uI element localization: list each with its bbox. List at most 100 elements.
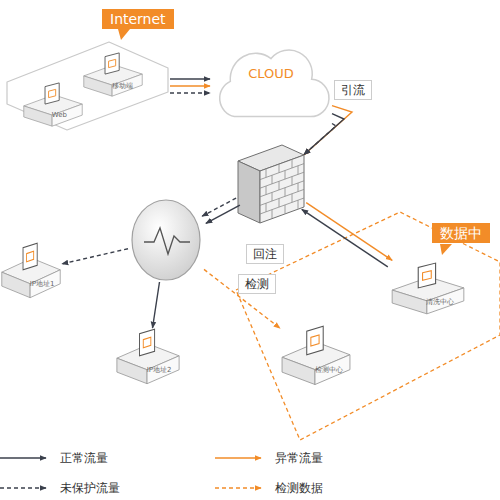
server-left <box>24 106 52 126</box>
flow-arrow <box>304 124 336 155</box>
router-body <box>132 200 200 280</box>
brick-joint <box>272 210 273 219</box>
node-outline <box>280 325 352 387</box>
legend-line <box>215 457 261 458</box>
server-box: 清洗中心 <box>390 262 466 316</box>
brick-joint <box>266 186 267 195</box>
cloud-shape: CLOUD <box>210 42 332 130</box>
node-label: IP地址2 <box>147 365 172 375</box>
brick-joint <box>285 188 286 197</box>
server-right <box>52 104 82 126</box>
node-label: IP地址1 <box>30 279 55 289</box>
wall-front <box>260 155 304 223</box>
legend-text: 检测数据 <box>275 480 323 496</box>
monitor-screen <box>105 53 119 74</box>
flow-arrow <box>170 92 210 93</box>
node-outline <box>238 143 304 225</box>
flow-arrow <box>304 106 352 155</box>
legend-text: 异常流量 <box>275 450 323 466</box>
node-outline <box>0 242 62 300</box>
legend-sample <box>215 482 263 494</box>
brick-joint <box>298 200 299 209</box>
flow-arrow <box>204 269 280 328</box>
monitor-icon <box>311 335 319 346</box>
router-disc <box>128 198 204 282</box>
node-label: 检测中心 <box>315 365 343 375</box>
brick-joint <box>292 194 293 203</box>
brick-line <box>260 189 304 205</box>
legend-text: 正常流量 <box>60 450 108 466</box>
monitor-screen <box>23 243 37 270</box>
node-outline <box>128 198 204 282</box>
wall-side <box>238 161 260 223</box>
brick-line <box>260 164 304 180</box>
monitor-icon <box>143 337 151 347</box>
server-box: 检测中心 <box>280 325 352 387</box>
monitor-screen <box>140 329 155 356</box>
legend-sample <box>0 452 48 464</box>
legend-text: 未保护流量 <box>60 480 120 496</box>
flow-arrow <box>170 78 210 79</box>
brick-joint <box>292 159 293 168</box>
monitor-icon <box>423 271 432 281</box>
monitor-screen <box>307 326 323 355</box>
callout-label: 数据中 <box>432 223 490 243</box>
data-center-region <box>236 212 500 440</box>
server-right <box>427 288 464 314</box>
node-label: 移动端 <box>112 81 133 91</box>
edge-label: 检测 <box>238 274 276 294</box>
node-outline <box>115 328 181 386</box>
legend-line <box>0 457 46 458</box>
callout-label: Internet <box>102 9 174 29</box>
flow-arrow <box>153 282 160 328</box>
brick-joint <box>279 198 280 207</box>
brick-joint <box>279 164 280 173</box>
brick-line <box>260 181 304 197</box>
monitor-screen <box>45 83 59 104</box>
brick-joint <box>279 181 280 190</box>
brick-joint <box>272 192 273 201</box>
edge-label: 回注 <box>246 244 284 264</box>
monitor-icon <box>49 89 56 97</box>
router-wave <box>144 228 190 254</box>
callout-pointer <box>118 29 130 40</box>
node-outline <box>210 42 332 130</box>
server-box: IP地址2 <box>115 328 181 386</box>
brick-joint <box>298 166 299 175</box>
edge-label: 引流 <box>334 80 372 100</box>
brick-joint <box>285 171 286 180</box>
flow-arrow <box>170 85 210 86</box>
legend-sample <box>0 482 48 494</box>
server-right <box>315 355 350 385</box>
legend-line <box>215 487 261 488</box>
legend-line <box>0 487 46 488</box>
server-left <box>84 76 112 96</box>
server-box: Web <box>22 82 84 128</box>
monitor-screen <box>418 263 435 288</box>
server-right <box>112 74 142 96</box>
flow-arrow <box>304 114 344 155</box>
server-left <box>392 290 427 314</box>
node-outline <box>390 262 466 316</box>
cloud-label: CLOUD <box>210 66 332 81</box>
brick-joint <box>292 177 293 186</box>
server-left <box>2 272 30 298</box>
client-group: Web 移动端 <box>5 40 170 132</box>
flow-arrow <box>202 198 236 216</box>
cloud-outline <box>220 50 329 116</box>
callout-pointer <box>440 244 452 255</box>
server-right <box>147 356 179 384</box>
server-box: 移动端 <box>82 52 144 98</box>
node-label: Web <box>52 111 67 119</box>
group-outline <box>7 42 168 130</box>
server-right <box>30 270 60 298</box>
server-box: IP地址1 <box>0 242 62 300</box>
node-outline <box>22 82 84 128</box>
brick-joint <box>298 183 299 192</box>
node-outline <box>82 52 144 98</box>
node-label: 清洗中心 <box>426 297 454 307</box>
brick-line <box>260 198 304 214</box>
server-left <box>117 358 147 384</box>
brick-joint <box>266 203 267 212</box>
